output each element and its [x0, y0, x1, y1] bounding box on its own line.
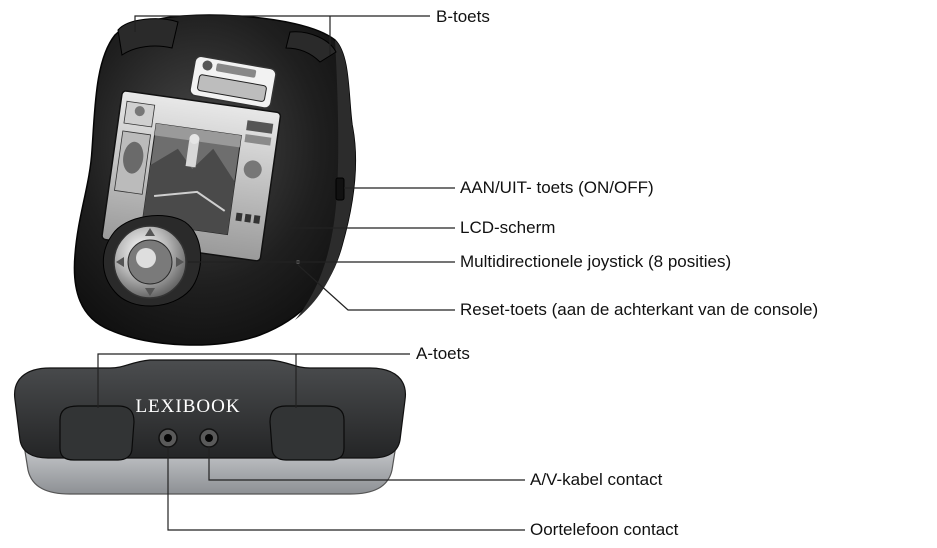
label-b-button: B-toets — [436, 7, 490, 26]
leader-lines — [97, 15, 525, 531]
leader-b-button — [134, 15, 430, 32]
a-button-left[interactable] — [59, 405, 135, 461]
b-button-left[interactable] — [117, 18, 179, 56]
brand-logo: LEXIBOOK — [135, 396, 240, 417]
earphone-jack — [158, 428, 178, 448]
console-front-view: LEXIBOOK — [14, 359, 406, 495]
leader-a-button — [97, 353, 410, 408]
handheld-console — [73, 14, 356, 346]
leader-reset-button — [297, 264, 455, 311]
power-button[interactable] — [335, 177, 345, 201]
leader-av-cable — [208, 447, 525, 481]
b-button-right[interactable] — [285, 31, 337, 63]
av-cable-jack — [199, 428, 219, 448]
console-logo — [189, 55, 277, 109]
leader-earphone — [167, 447, 525, 531]
label-reset-button: Reset-toets (aan de achterkant van de co… — [460, 300, 819, 319]
a-button-right[interactable] — [269, 405, 345, 461]
joystick[interactable] — [102, 215, 202, 307]
label-lcd-screen: LCD-scherm — [460, 218, 556, 237]
label-a-button: A-toets — [416, 344, 470, 363]
label-av-cable: A/V-kabel contact — [530, 470, 663, 489]
label-earphone: Oortelefoon contact — [530, 520, 679, 539]
label-joystick: Multidirectionele joystick (8 posities) — [460, 252, 732, 271]
label-power-button: AAN/UIT- toets (ON/OFF) — [460, 178, 654, 197]
